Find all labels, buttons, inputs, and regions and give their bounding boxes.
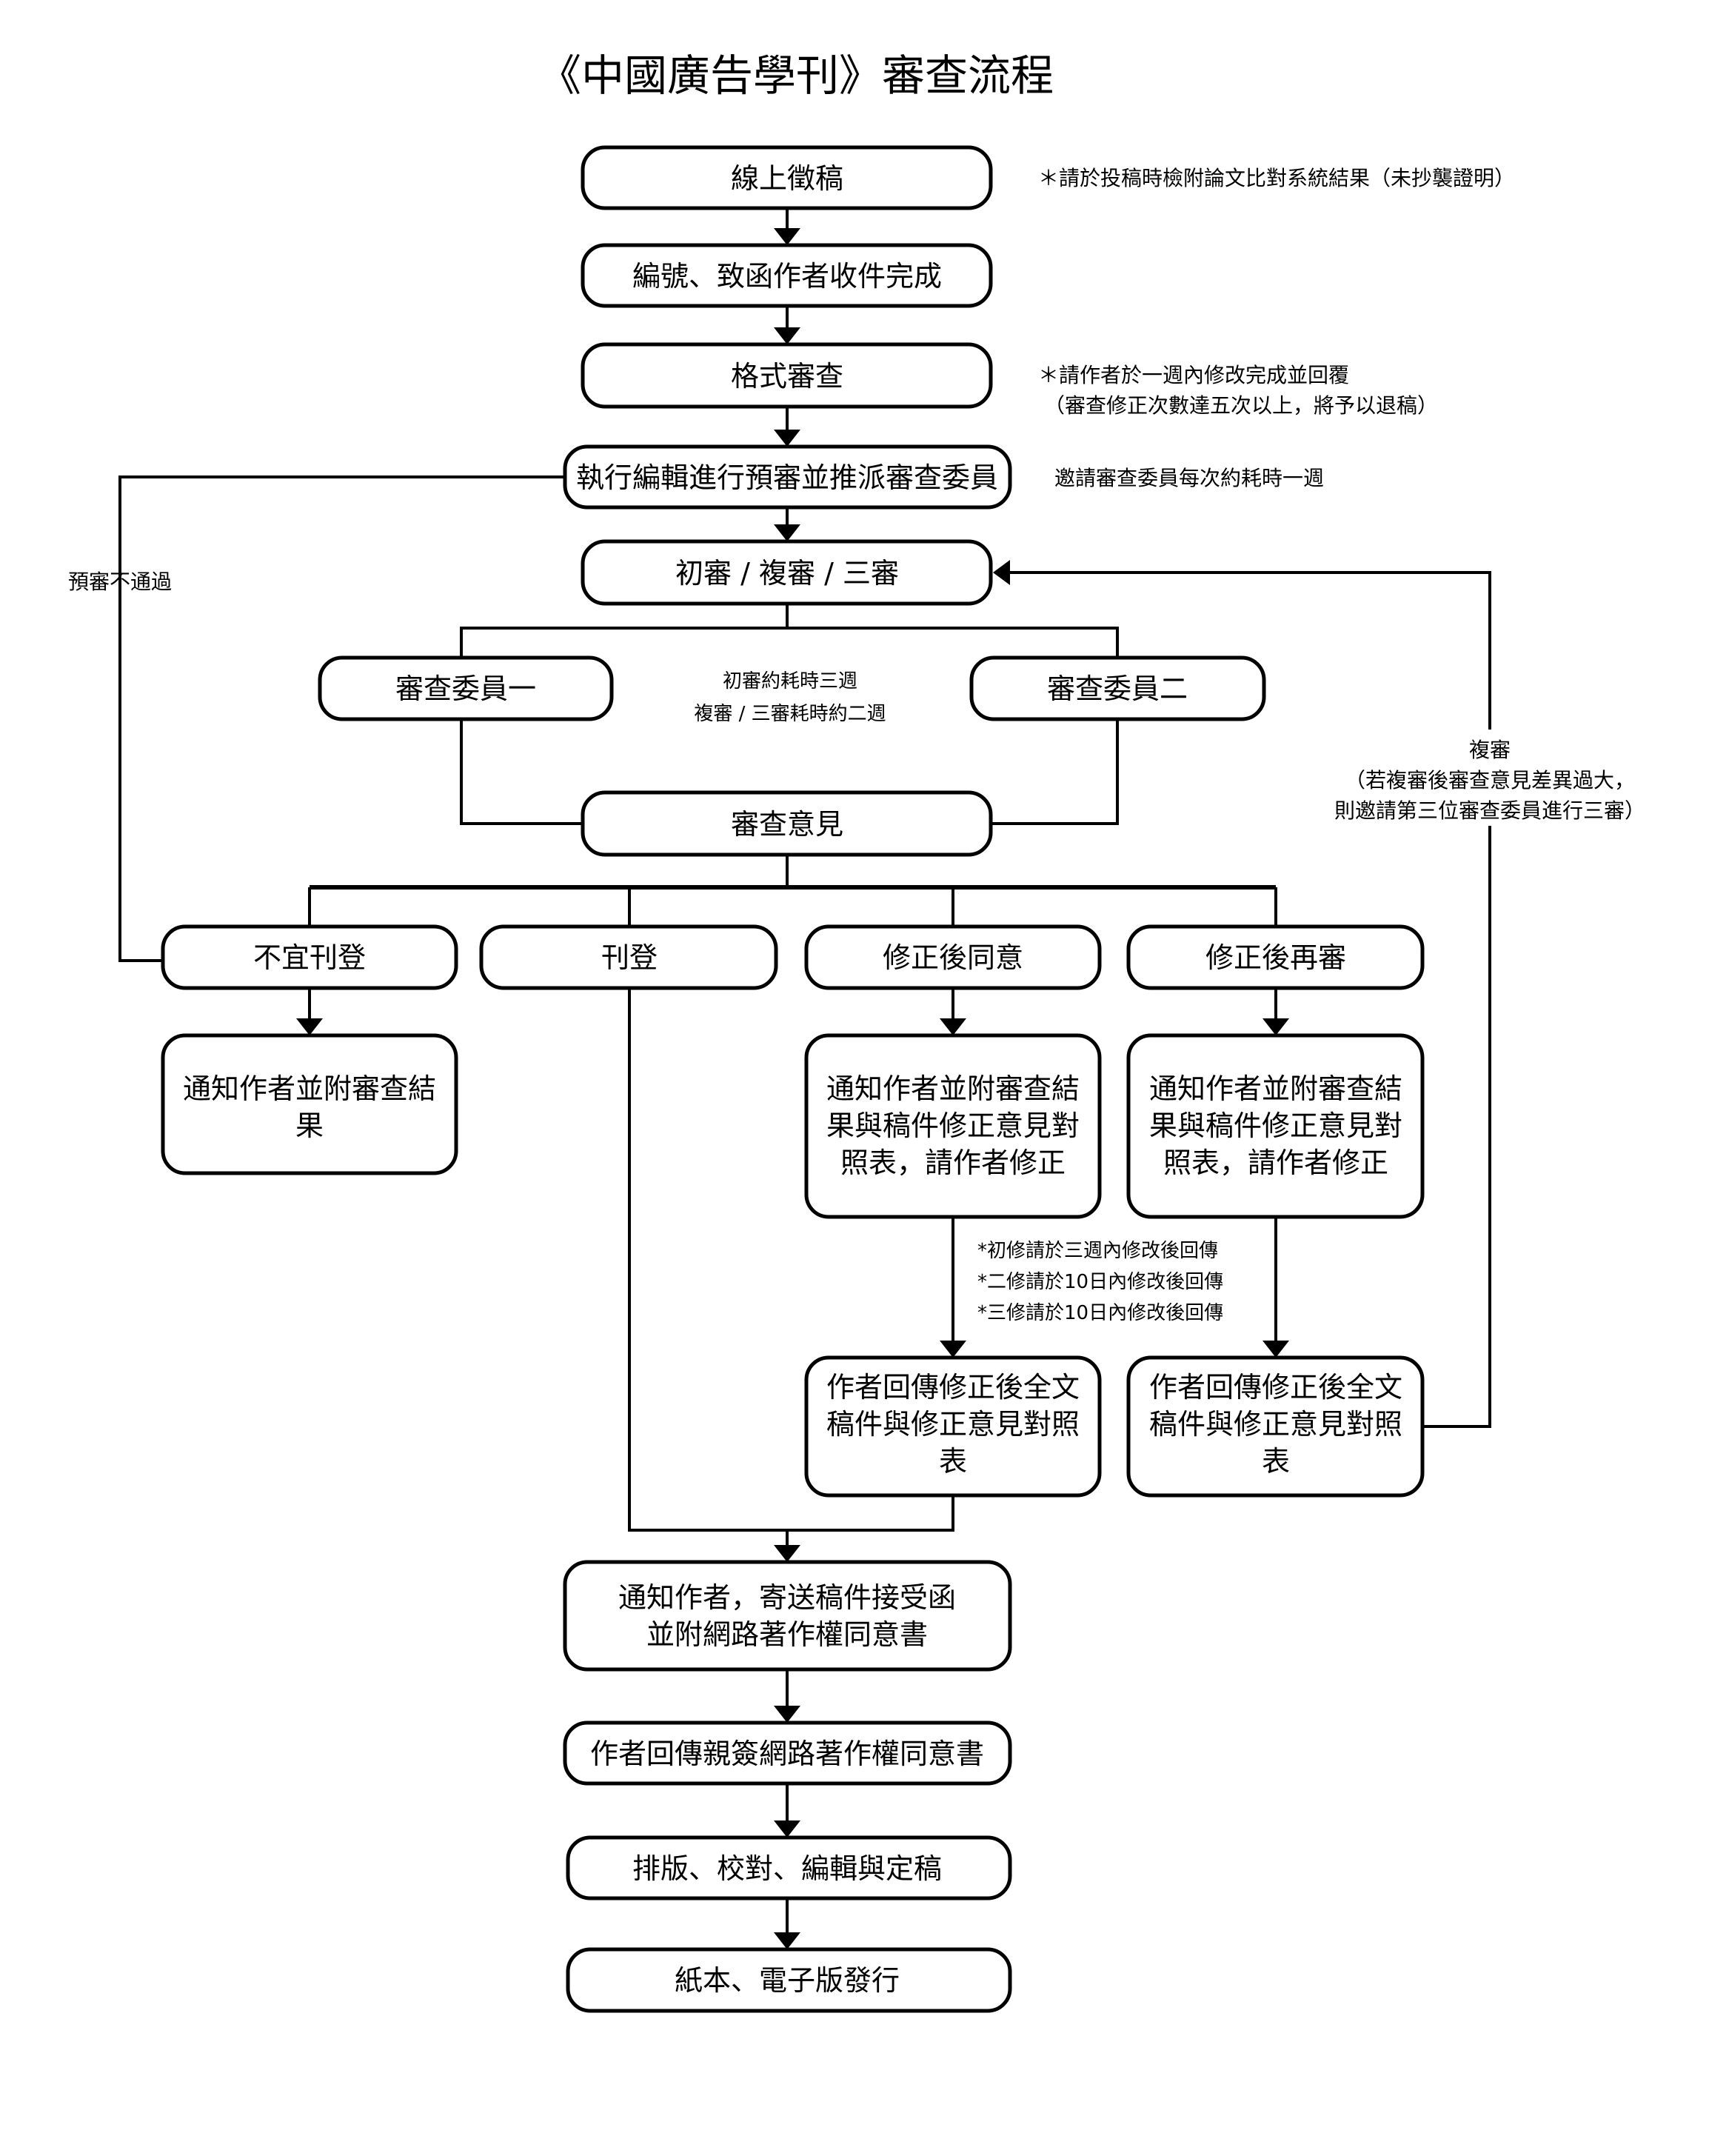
node-pre-review: 執行編輯進行預審並推派審查委員	[563, 444, 1012, 510]
connectors	[118, 208, 1491, 1949]
node-label: 果與稿件修正意見對	[1149, 1109, 1402, 1142]
node-label: 排版、校對、編輯與定稿	[632, 1852, 942, 1885]
arrow-icon	[774, 1706, 800, 1723]
node-label: 作者回傳修正後全文	[826, 1371, 1080, 1404]
node-notify-reject: 通知作者並附審查結 果	[161, 1033, 458, 1175]
node-label: 修正後同意	[883, 941, 1023, 974]
arrow-icon	[296, 1018, 323, 1035]
node-reviewer-1: 審查委員一	[318, 655, 614, 721]
node-publication: 紙本、電子版發行	[566, 1947, 1012, 2013]
node-label: 作者回傳修正後全文	[1149, 1371, 1402, 1404]
node-signed-copyright: 作者回傳親簽網路著作權同意書	[563, 1721, 1012, 1786]
format-note-line-1: ＊請作者於一週內修改完成並回覆	[1038, 363, 1349, 387]
node-label: 執行編輯進行預審並推派審查委員	[576, 461, 998, 494]
arrow-icon	[774, 524, 800, 541]
arrow-icon	[774, 430, 800, 447]
node-review-opinion: 審查意見	[581, 790, 993, 857]
revision-deadline-1: *初修請於三週內修改後回傳	[977, 1240, 1218, 1262]
re-review-line-1: 複審	[1469, 738, 1511, 762]
arrow-icon	[1262, 1341, 1289, 1358]
node-label: 表	[939, 1445, 967, 1478]
node-return-minor: 作者回傳修正後全文 稿件與修正意見對照 表	[804, 1355, 1102, 1498]
connector-accept-merge	[628, 988, 954, 1532]
node-format-check: 格式審查	[581, 342, 993, 409]
arrow-icon	[940, 1341, 966, 1358]
node-label: 果	[295, 1109, 324, 1142]
node-label: 格式審查	[731, 360, 843, 393]
node-label: 通知作者，寄送稿件接受函	[618, 1581, 956, 1614]
node-label: 編號、致函作者收件完成	[632, 260, 942, 293]
node-label: 紙本、電子版發行	[675, 1964, 900, 1997]
review-time-line-2: 複審 / 三審耗時約二週	[694, 703, 886, 725]
review-time-line-1: 初審約耗時三週	[723, 670, 857, 692]
arrow-icon	[774, 1820, 800, 1838]
node-accept: 刊登	[479, 924, 778, 990]
node-label: 通知作者並附審查結	[183, 1072, 436, 1105]
arrow-icon	[774, 1932, 800, 1949]
revision-deadline-3: *三修請於10日內修改後回傳	[977, 1302, 1223, 1324]
arrow-icon	[774, 327, 800, 344]
node-label: 不宜刊登	[253, 941, 366, 974]
node-label: 果與稿件修正意見對	[826, 1109, 1080, 1142]
node-label: 修正後再審	[1205, 941, 1346, 974]
arrow-icon	[993, 560, 1010, 585]
node-label: 通知作者並附審查結	[1149, 1072, 1402, 1105]
arrow-icon	[1262, 1018, 1289, 1035]
node-notify-major: 通知作者並附審查結 果與稿件修正意見對 照表，請作者修正	[1126, 1033, 1425, 1219]
node-return-major: 作者回傳修正後全文 稿件與修正意見對照 表	[1126, 1355, 1425, 1498]
node-review-round: 初審 / 複審 / 三審	[581, 539, 993, 606]
node-label: 稿件與修正意見對照	[1149, 1408, 1402, 1441]
revision-deadline-2: *二修請於10日內修改後回傳	[977, 1271, 1223, 1293]
node-label: 審查意見	[731, 808, 843, 841]
arrow-icon	[940, 1018, 966, 1035]
node-typesetting: 排版、校對、編輯與定稿	[566, 1835, 1012, 1900]
connector-re-review-loop	[1009, 571, 1491, 1428]
node-acceptance-letter: 通知作者，寄送稿件接受函 並附網路著作權同意書	[563, 1560, 1012, 1672]
node-label: 審查委員二	[1047, 673, 1188, 705]
node-major-revision: 修正後再審	[1126, 924, 1425, 990]
format-note-line-2: （審查修正次數達五次以上，將予以退稿）	[1044, 393, 1438, 418]
page-title: 《中國廣告學刊》審查流程	[538, 50, 1054, 101]
submission-note: ＊請於投稿時檢附論文比對系統結果（未抄襲證明）	[1038, 166, 1515, 190]
node-label: 照表，請作者修正	[1163, 1147, 1388, 1179]
node-notify-minor: 通知作者並附審查結 果與稿件修正意見對 照表，請作者修正	[804, 1033, 1102, 1219]
node-label: 刊登	[601, 941, 658, 974]
re-review-line-2: （若複審後審查意見差異過大，	[1345, 768, 1635, 792]
re-review-label-bg	[1311, 730, 1666, 826]
node-submission: 線上徵稿	[581, 145, 993, 210]
node-reject: 不宜刊登	[161, 924, 458, 990]
connector-reviewer1-opinion	[460, 719, 583, 825]
connector-reviewer2-opinion	[991, 719, 1119, 825]
arrow-icon	[774, 228, 800, 245]
node-numbering: 編號、致函作者收件完成	[581, 243, 993, 308]
node-label: 照表，請作者修正	[840, 1147, 1066, 1179]
node-label: 並附網路著作權同意書	[646, 1618, 928, 1651]
connector-reviewer-bar-top	[460, 627, 1119, 658]
node-reviewer-2: 審查委員二	[969, 655, 1266, 721]
pre-review-fail-label: 預審不通過	[68, 570, 172, 594]
node-label: 作者回傳親簽網路著作權同意書	[590, 1738, 984, 1770]
node-label: 審查委員一	[395, 673, 536, 705]
re-review-line-3: 則邀請第三位審查委員進行三審）	[1334, 798, 1645, 823]
node-label: 初審 / 複審 / 三審	[675, 557, 899, 590]
connector-prereview-fail	[118, 475, 565, 962]
node-label: 線上徵稿	[731, 162, 843, 195]
node-label: 稿件與修正意見對照	[826, 1408, 1080, 1441]
arrow-icon	[774, 1545, 800, 1562]
node-label: 通知作者並附審查結	[826, 1072, 1080, 1105]
node-label: 表	[1262, 1445, 1290, 1478]
pre-review-note: 邀請審查委員每次約耗時一週	[1054, 466, 1324, 490]
node-minor-revision: 修正後同意	[804, 924, 1102, 990]
